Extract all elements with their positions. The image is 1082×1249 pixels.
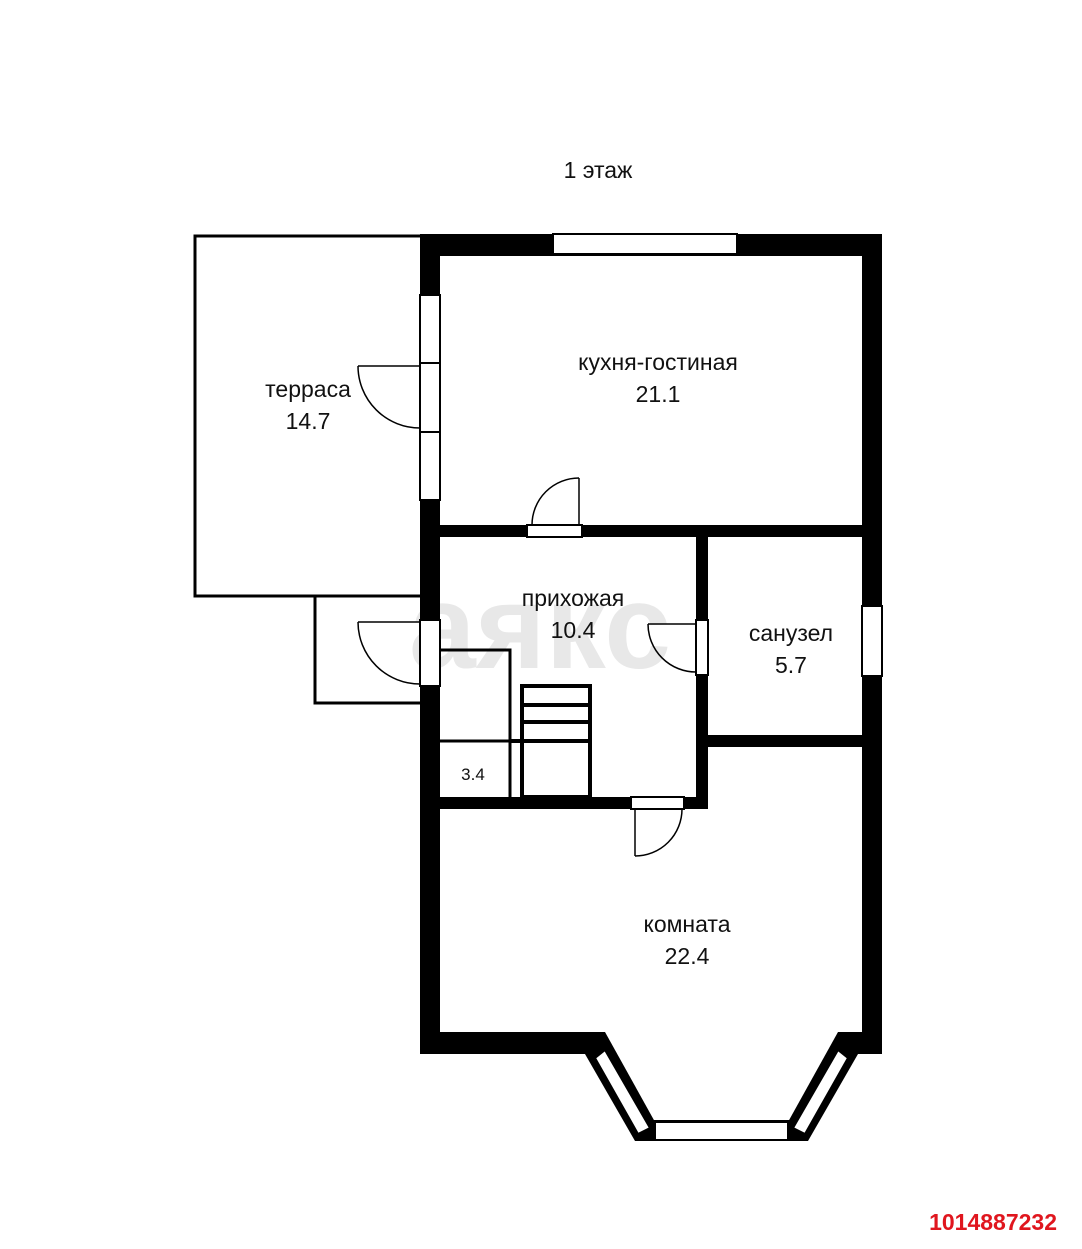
door-bath <box>647 619 709 676</box>
door-hall-room <box>630 796 685 857</box>
floor-title: 1 этаж <box>564 157 633 183</box>
room-name: прихожая <box>522 585 625 611</box>
room-name: санузел <box>749 620 833 646</box>
room-area: 22.4 <box>665 943 710 969</box>
listing-id: 1014887232 <box>929 1209 1057 1235</box>
door-entrance <box>357 619 441 687</box>
terrace-outline <box>193 234 420 598</box>
room-area: 10.4 <box>551 617 596 643</box>
door-terrace <box>357 362 441 433</box>
room-area: 3.4 <box>461 765 485 784</box>
entrance-porch <box>313 596 420 705</box>
room-area: 14.7 <box>286 408 331 434</box>
watermark-logo: аякс <box>409 560 671 694</box>
room-area: 5.7 <box>775 652 807 678</box>
room-label-hall: прихожая 10.4 <box>522 585 625 643</box>
room-area: 21.1 <box>636 381 681 407</box>
door-kitchen-hall <box>526 477 583 538</box>
room-name: терраса <box>265 376 351 402</box>
room-name: кухня-гостиная <box>578 349 738 375</box>
room-label-bath: санузел 5.7 <box>749 620 833 678</box>
room-name: комната <box>644 911 731 937</box>
room-label-room: комната 22.4 <box>644 911 731 969</box>
staircase <box>510 684 592 799</box>
windows <box>419 233 883 1141</box>
room-label-closet: 3.4 <box>461 765 485 784</box>
room-label-terrace: терраса 14.7 <box>265 376 351 434</box>
closet-partition <box>440 648 512 797</box>
room-label-kitchen: кухня-гостиная 21.1 <box>578 349 738 407</box>
